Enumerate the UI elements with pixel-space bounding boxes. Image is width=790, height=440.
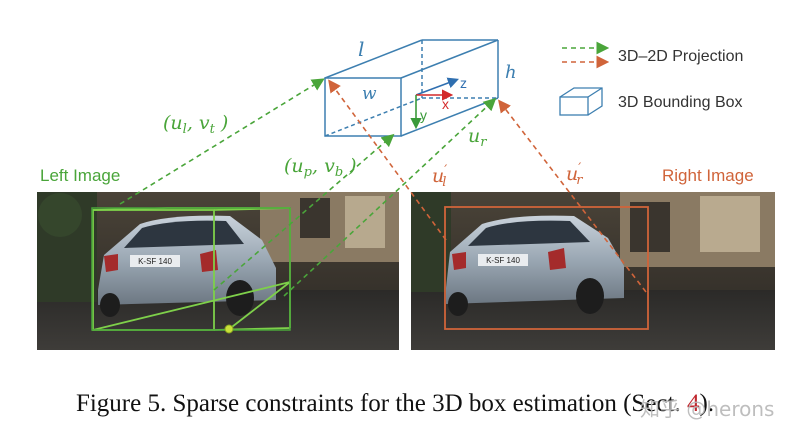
caption-suffix: ).	[699, 390, 715, 417]
caption-section-ref[interactable]: 4	[686, 390, 700, 417]
z-axis-label: z	[460, 75, 467, 91]
left-image: K-SF 140	[37, 192, 399, 350]
3d-bounding-box	[324, 39, 499, 137]
left-2d-box	[91, 207, 291, 331]
label-up-vb: (up, vb )	[284, 155, 357, 180]
height-label: h	[505, 62, 517, 83]
x-axis-label: x	[442, 96, 449, 112]
projection-line-ul-vt	[119, 78, 325, 205]
bottom-vertex-point	[224, 324, 234, 334]
width-label: w	[362, 84, 377, 104]
watermark: 知乎 @herons	[640, 397, 775, 421]
caption-prefix: Figure 5. Sparse constraints for the 3D …	[75, 390, 687, 417]
y-axis-label: y	[420, 107, 427, 123]
legend: 3D–2D Projection 3D Bounding Box	[559, 41, 743, 116]
label-ul-prime: u′l	[432, 163, 447, 190]
right-image-label: Right Image	[662, 166, 754, 185]
legend-box-icon	[559, 87, 603, 116]
figure-5-diagram: K-SF 140 K-SF 140	[37, 37, 775, 350]
length-label: l	[358, 37, 364, 61]
license-plate-left: K-SF 140	[138, 257, 172, 266]
figure-caption: Figure 5. Sparse constraints for the 3D …	[0, 390, 790, 418]
projection-line-ul-prime	[328, 79, 447, 241]
right-2d-box	[444, 206, 649, 330]
license-plate-right: K-SF 140	[486, 256, 520, 265]
projection-line-ur-prime	[498, 99, 647, 293]
projection-line-up-vb	[213, 133, 395, 291]
label-ur: ur	[468, 125, 487, 150]
z-axis-arrow	[415, 77, 459, 96]
left-image-label: Left Image	[40, 166, 120, 185]
right-image: K-SF 140	[411, 192, 775, 350]
legend-projection-label: 3D–2D Projection	[618, 48, 743, 65]
projection-line-ur	[283, 97, 497, 297]
label-ur-prime: u′r	[566, 161, 583, 188]
legend-bbox-label: 3D Bounding Box	[618, 94, 743, 111]
label-ul-vt: (ul, vt )	[163, 112, 228, 137]
